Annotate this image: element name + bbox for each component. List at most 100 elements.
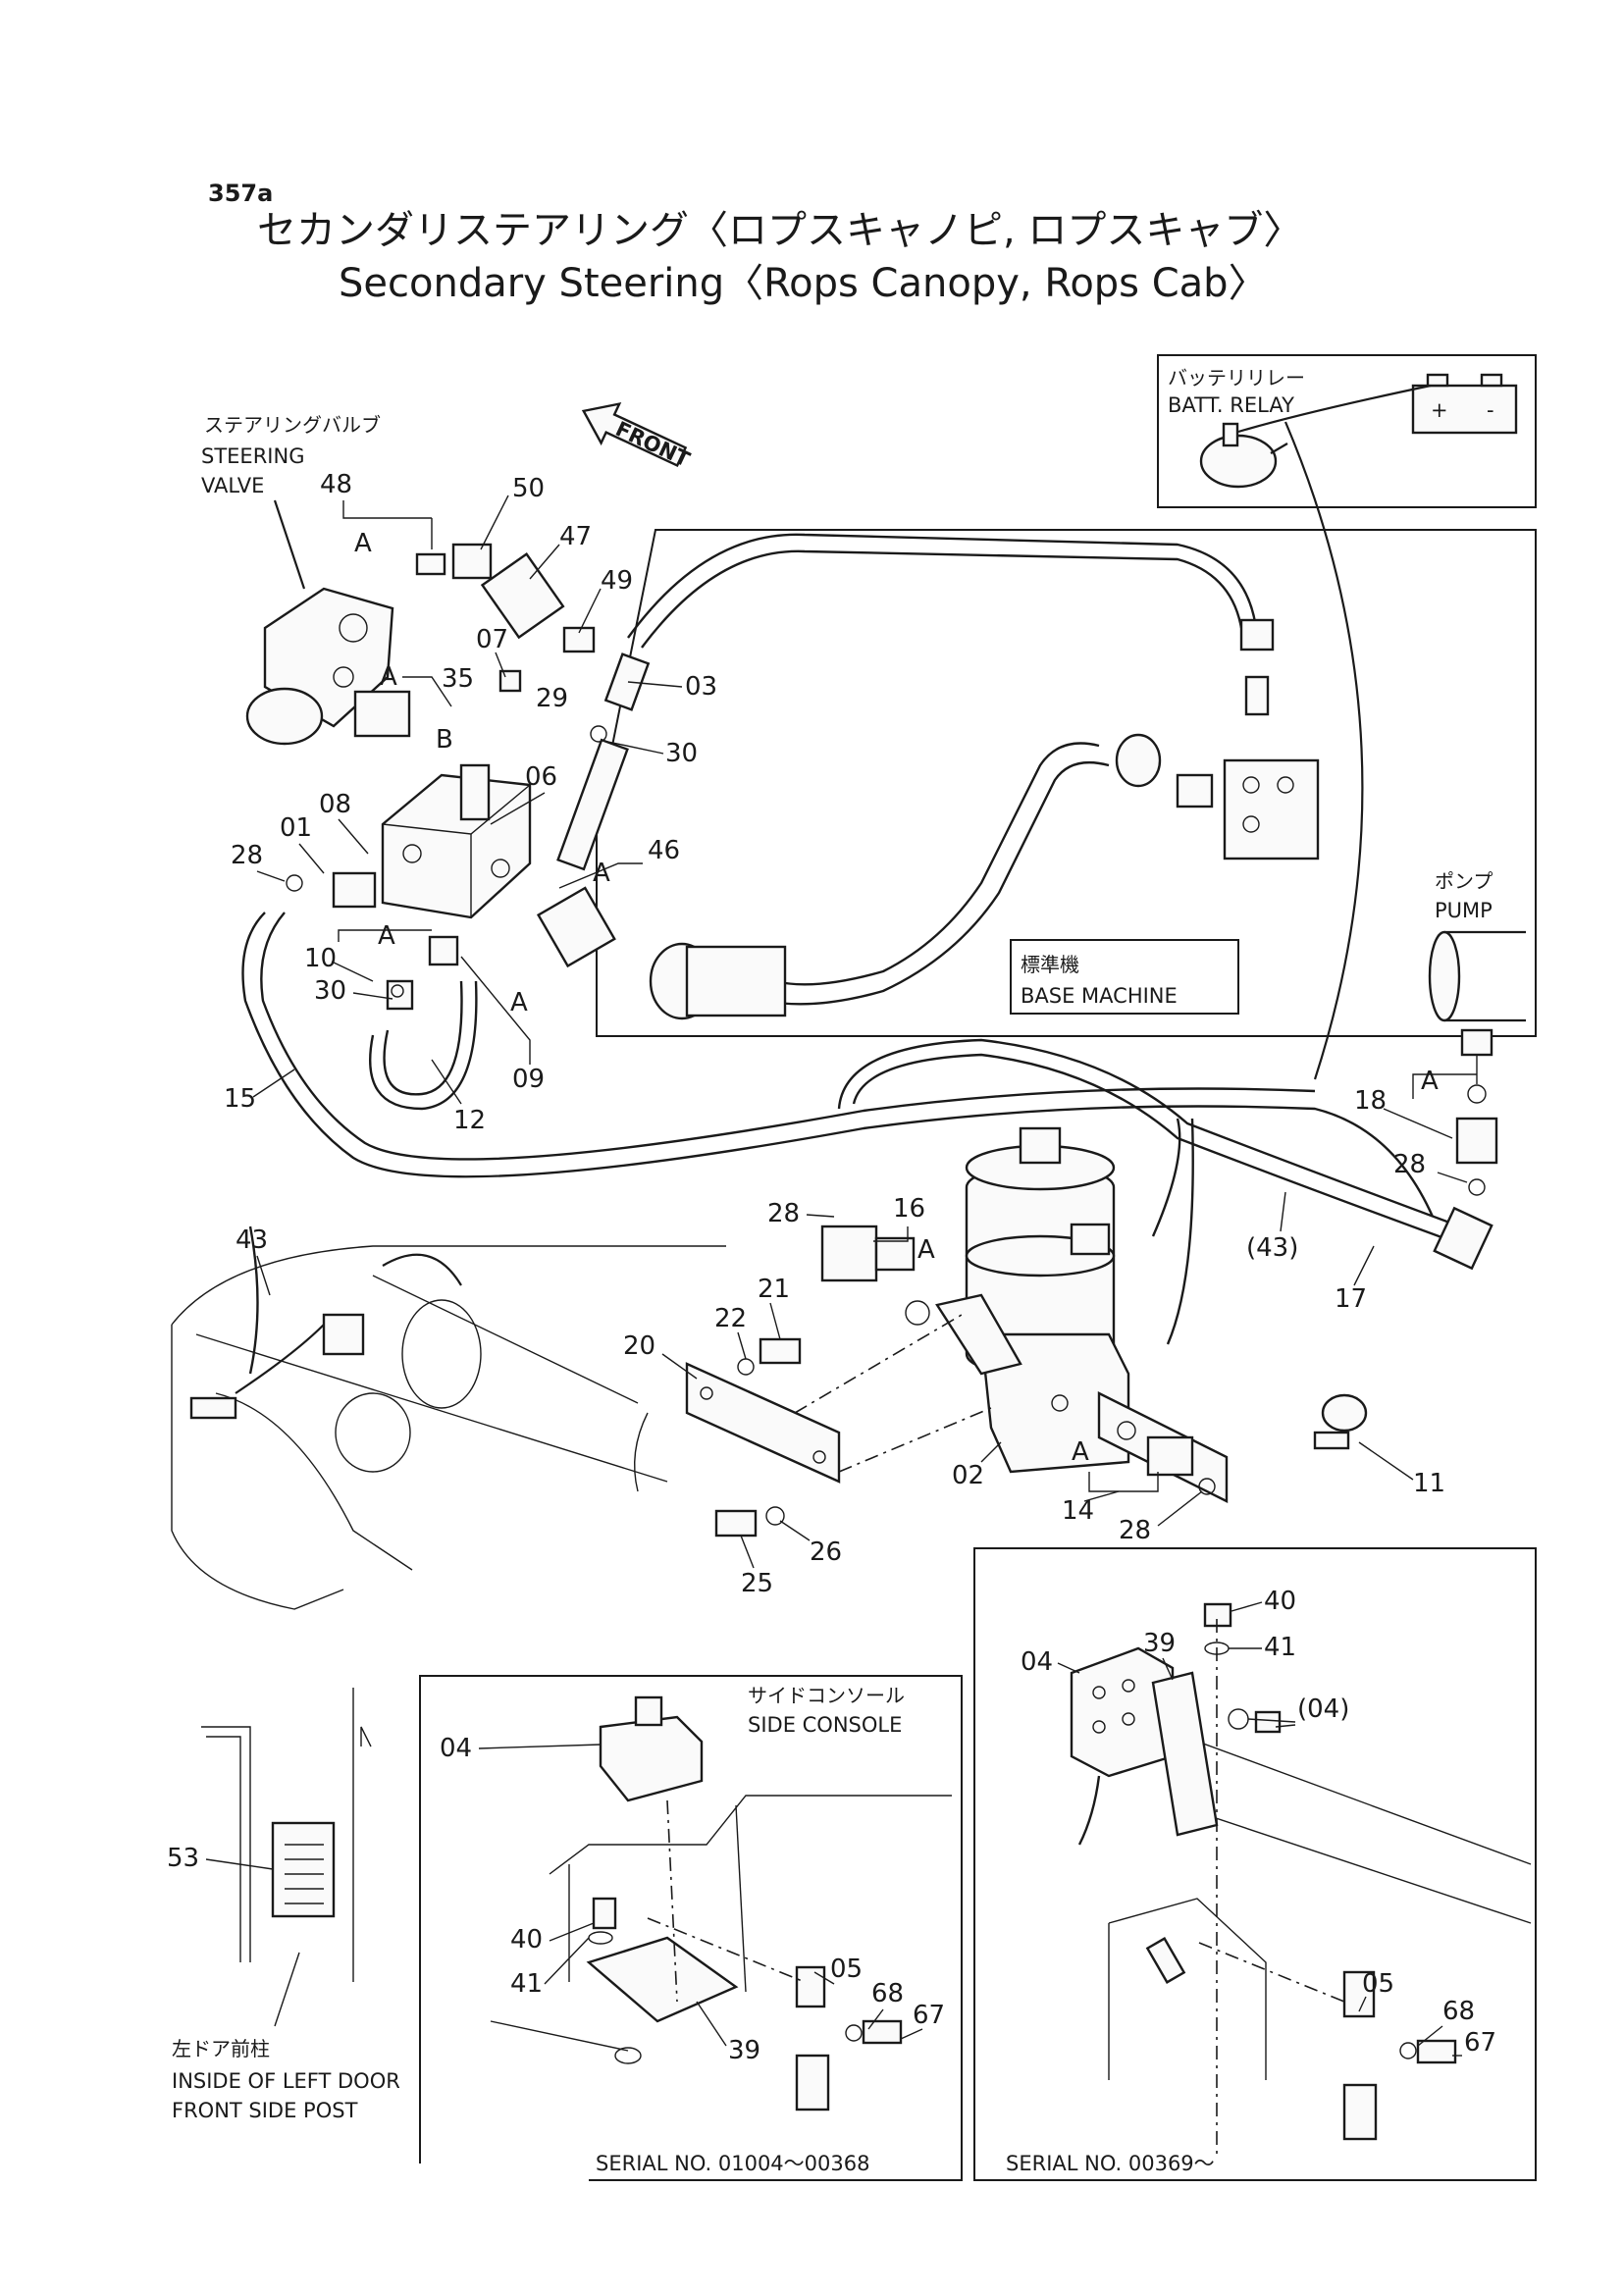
callout-40-left: 40 bbox=[510, 1925, 543, 1955]
machine-frame-sketch bbox=[171, 1225, 726, 1610]
callout-43: 43 bbox=[236, 1225, 268, 1255]
pump-jp-label: ポンプ bbox=[1435, 869, 1493, 893]
callout-47: 47 bbox=[559, 522, 592, 551]
callout-30-lower: 30 bbox=[314, 976, 346, 1006]
door-jp-label: 左ドア前柱 bbox=[172, 2037, 270, 2060]
callout-A-14: A bbox=[1072, 1437, 1089, 1467]
callout-08: 08 bbox=[319, 790, 351, 819]
callout-48: 48 bbox=[320, 470, 352, 499]
battery-icon bbox=[1411, 384, 1518, 435]
callout-30-upper: 30 bbox=[665, 739, 698, 768]
battery-plus: + bbox=[1431, 398, 1448, 422]
callout-28-pump: 28 bbox=[1393, 1150, 1426, 1179]
title-english: Secondary Steering〈Rops Canopy, Rops Cab… bbox=[339, 261, 1268, 306]
controller-04-left bbox=[599, 1715, 704, 1802]
side-console-left: サイドコンソール SIDE CONSOLE SERIAL NO. 01004～0… bbox=[419, 1675, 963, 2181]
side-console-label: SIDE CONSOLE bbox=[748, 1713, 902, 1737]
callout-A-46: A bbox=[593, 859, 610, 888]
base-machine-label: BASE MACHINE bbox=[1021, 984, 1178, 1008]
callout-39-left: 39 bbox=[728, 2036, 760, 2065]
callout-68-right: 68 bbox=[1442, 1997, 1475, 2026]
callout-A-09: A bbox=[510, 988, 528, 1017]
label-plate-53 bbox=[271, 1821, 336, 1918]
batt-relay-jp-label: バッテリリレー bbox=[1168, 366, 1305, 390]
callout-A-16: A bbox=[917, 1235, 935, 1265]
hose-12 bbox=[383, 980, 463, 1096]
callout-41-right: 41 bbox=[1264, 1633, 1296, 1662]
secondary-steering-motor bbox=[935, 1126, 1130, 1474]
callout-39-right: 39 bbox=[1143, 1629, 1176, 1658]
callout-A-48: A bbox=[354, 529, 372, 558]
callout-43-ref: (43) bbox=[1246, 1233, 1298, 1263]
callout-B: B bbox=[436, 725, 453, 755]
door-label-2: FRONT SIDE POST bbox=[172, 2099, 358, 2122]
callout-numbers: 48 50 47 49 07 29 03 30 A A 35 B 06 08 0… bbox=[167, 470, 1496, 2065]
callout-A-35: A bbox=[380, 662, 397, 692]
callout-53: 53 bbox=[167, 1844, 199, 1873]
callout-09: 09 bbox=[512, 1065, 545, 1094]
door-post: 左ドア前柱 INSIDE OF LEFT DOOR FRONT SIDE POS… bbox=[172, 1688, 400, 2122]
callout-05-right: 05 bbox=[1362, 1969, 1394, 1999]
callout-16: 16 bbox=[893, 1194, 925, 1224]
callout-67-left: 67 bbox=[913, 2001, 945, 2030]
steering-valve-jp-label: ステアリングバルブ bbox=[204, 413, 381, 437]
batt-relay-label: BATT. RELAY bbox=[1168, 393, 1294, 417]
callout-11: 11 bbox=[1413, 1469, 1445, 1498]
front-direction-arrow: FRONT bbox=[581, 401, 695, 472]
callout-41-left: 41 bbox=[510, 1969, 543, 1999]
door-label-1: INSIDE OF LEFT DOOR bbox=[172, 2069, 400, 2093]
callout-18: 18 bbox=[1354, 1086, 1387, 1116]
callout-35: 35 bbox=[442, 664, 474, 694]
callout-04-left: 04 bbox=[440, 1734, 472, 1763]
check-valve-16 bbox=[820, 1225, 930, 1326]
plate-39-left bbox=[586, 1936, 739, 2023]
page-code: 357a bbox=[208, 180, 273, 207]
base-machine-box: 標準機 BASE MACHINE bbox=[596, 529, 1537, 1037]
callout-06: 06 bbox=[525, 762, 557, 792]
callout-A-18: A bbox=[1421, 1067, 1439, 1096]
callout-05-left: 05 bbox=[830, 1955, 863, 1984]
callout-50: 50 bbox=[512, 474, 545, 503]
bracket-20 bbox=[685, 1314, 992, 1538]
callout-46: 46 bbox=[648, 836, 680, 865]
serial-left: SERIAL NO. 01004～00368 bbox=[596, 2152, 869, 2175]
callout-03: 03 bbox=[685, 672, 717, 702]
pump: ポンプ PUMP bbox=[1428, 869, 1526, 1271]
callout-68-left: 68 bbox=[871, 1979, 904, 2008]
fittings bbox=[286, 543, 651, 1011]
callout-40-right: 40 bbox=[1264, 1587, 1296, 1616]
steering-valve-label-1: STEERING bbox=[201, 444, 304, 468]
base-machine-jp-label: 標準機 bbox=[1021, 953, 1079, 976]
callout-25: 25 bbox=[741, 1569, 773, 1598]
side-console-right: SERIAL NO. 00369～ bbox=[973, 1547, 1537, 2181]
callout-04-ref: (04) bbox=[1297, 1694, 1349, 1724]
callout-17: 17 bbox=[1335, 1284, 1367, 1314]
serial-right: SERIAL NO. 00369～ bbox=[1006, 2152, 1215, 2175]
callout-28-mid: 28 bbox=[767, 1199, 800, 1228]
side-console-jp-label: サイドコンソール bbox=[748, 1684, 905, 1707]
callout-28-lower: 28 bbox=[1119, 1516, 1151, 1545]
callout-04-right: 04 bbox=[1021, 1647, 1053, 1677]
title-japanese: セカンダリステアリング〈ロプスキャノピ, ロプスキャブ〉 bbox=[257, 208, 1302, 253]
clamp-11 bbox=[1313, 1393, 1368, 1450]
hose-15 bbox=[241, 912, 1435, 1218]
callout-29: 29 bbox=[536, 684, 568, 713]
callout-67-right: 67 bbox=[1464, 2028, 1496, 2058]
callout-02: 02 bbox=[952, 1461, 984, 1490]
callout-10: 10 bbox=[304, 944, 337, 973]
callout-14: 14 bbox=[1062, 1496, 1094, 1526]
callout-22: 22 bbox=[714, 1304, 747, 1333]
callout-15: 15 bbox=[224, 1084, 256, 1114]
callout-49: 49 bbox=[601, 566, 633, 596]
bracket-14 bbox=[1097, 1391, 1229, 1503]
front-label: FRONT bbox=[612, 417, 695, 472]
central-valve-block bbox=[381, 763, 532, 919]
callout-01: 01 bbox=[280, 813, 312, 843]
callout-21: 21 bbox=[758, 1275, 790, 1304]
base-valve-block bbox=[1223, 758, 1320, 860]
hose-17 bbox=[852, 1053, 1453, 1243]
callout-20: 20 bbox=[623, 1331, 655, 1361]
callout-12: 12 bbox=[453, 1106, 486, 1135]
battery-relay-box: バッテリリレー BATT. RELAY + - bbox=[1157, 354, 1537, 508]
steering-valve-label-2: VALVE bbox=[201, 474, 264, 497]
